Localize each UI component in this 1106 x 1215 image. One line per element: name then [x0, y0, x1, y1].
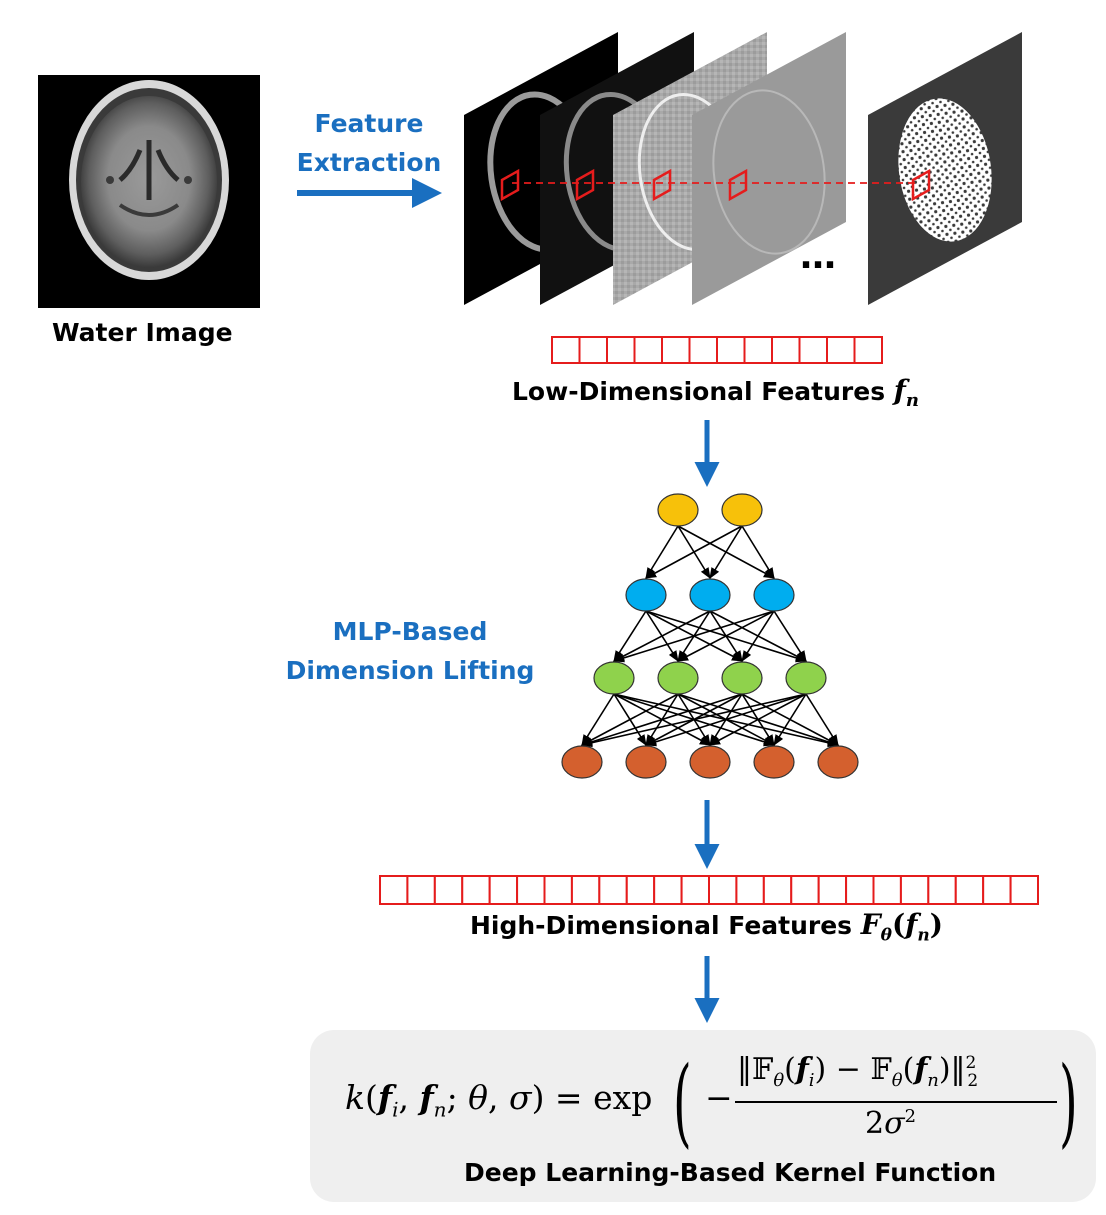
vector-cell [1009, 875, 1039, 905]
mlp-edge [580, 693, 743, 747]
vector-cell [653, 875, 683, 905]
patch-5 [911, 168, 931, 202]
feature-map-stack [464, 32, 1022, 305]
mlp-node-layer-4 [753, 745, 795, 779]
mlp-edge [580, 693, 807, 748]
mlp-edge [612, 610, 775, 663]
formula-fraction-bar [735, 1101, 1057, 1103]
vector-cell [817, 875, 848, 905]
low-dim-label: Low-Dimensional Features fn [512, 374, 919, 411]
vector-cell [543, 875, 573, 905]
mlp-edge [645, 525, 743, 579]
formula-numerator: ‖𝔽θ(fi) − 𝔽θ(fn)‖22 [737, 1052, 979, 1091]
feature-extraction-line2: Extraction [296, 148, 442, 177]
formula-minus: − [705, 1078, 733, 1117]
vector-cell [899, 875, 930, 905]
kernel-function-box [310, 1030, 1096, 1202]
vector-cell [633, 336, 663, 364]
vector-cell [790, 875, 820, 905]
vector-cell [853, 336, 883, 364]
mlp-edge [805, 693, 839, 746]
formula-left-paren: ( [673, 1046, 692, 1158]
mlp-node-layer-3 [721, 661, 763, 695]
mlp-node-layer-4 [689, 745, 731, 779]
vector-cell [798, 336, 828, 364]
mlp-node-layer-4 [561, 745, 603, 779]
mlp-node-layer-2 [753, 578, 795, 612]
vector-cell [625, 875, 656, 905]
high-dim-feature-vector [379, 875, 1039, 905]
high-dim-label: High-Dimensional Features Fθ(fn) [470, 908, 943, 946]
mlp-edge [741, 610, 775, 662]
vector-cell [461, 875, 491, 905]
patch-1 [500, 168, 520, 202]
vector-cell [570, 875, 601, 905]
water-image-label: Water Image [52, 318, 233, 347]
mlp-node-layer-2 [689, 578, 731, 612]
patch-4 [728, 168, 748, 202]
vector-cell [716, 336, 746, 364]
water-image [38, 75, 260, 308]
vector-cell [680, 875, 710, 905]
mlp-node-layer-3 [593, 661, 635, 695]
vector-cell [872, 875, 902, 905]
mlp-node-layer-4 [625, 745, 667, 779]
formula-right-paren: ) [1059, 1046, 1078, 1158]
vector-cell [598, 875, 628, 905]
mlp-node-layer-1 [657, 493, 699, 527]
vector-cell [606, 336, 636, 364]
mlp-edge [644, 693, 807, 747]
mlp-label-line1: MLP-Based [332, 617, 488, 646]
vector-cell [735, 875, 765, 905]
feature-extraction-label: Feature Extraction [286, 104, 452, 182]
mlp-nodes [561, 493, 859, 779]
vector-cell [708, 875, 738, 905]
vector-cell [551, 336, 581, 364]
mlp-edges [580, 525, 840, 748]
low-dim-feature-vector [551, 336, 883, 364]
mlp-node-layer-3 [785, 661, 827, 695]
mlp-edge [581, 693, 679, 746]
vector-cell [771, 336, 801, 364]
mlp-edge [773, 693, 807, 746]
mlp-edge [709, 693, 807, 746]
mlp-node-layer-2 [625, 578, 667, 612]
patch-3 [652, 168, 672, 202]
vector-cell [743, 336, 773, 364]
mlp-label-line2: Dimension Lifting [285, 656, 535, 685]
vector-cell [379, 875, 409, 905]
patch-2 [575, 168, 595, 202]
formula-lhs: k(fi, fn; θ, σ) = exp [345, 1078, 653, 1122]
feature-extraction-line1: Feature [314, 109, 424, 138]
vector-cell [762, 875, 793, 905]
vector-cell [578, 336, 608, 364]
vector-cell [661, 336, 691, 364]
mlp-edge [613, 610, 711, 662]
vector-cell [927, 875, 957, 905]
more-maps-ellipsis: … [800, 236, 836, 277]
formula-denominator: 2σ2 [865, 1106, 917, 1141]
kernel-caption: Deep Learning-Based Kernel Function [464, 1158, 997, 1187]
mlp-node-layer-1 [721, 493, 763, 527]
mlp-edge [677, 610, 775, 662]
mlp-edge [709, 525, 743, 579]
vector-cell [433, 875, 464, 905]
vector-cell [982, 875, 1012, 905]
vector-cell [488, 875, 519, 905]
mlp-edge [773, 610, 807, 662]
mlp-node-layer-4 [817, 745, 859, 779]
vector-cell [954, 875, 985, 905]
vector-cell [845, 875, 875, 905]
vector-cell [406, 875, 436, 905]
high-dim-symbol: Fθ(fn) [860, 908, 943, 946]
vector-cell [826, 336, 856, 364]
mlp-label: MLP-Based Dimension Lifting [280, 612, 540, 690]
mlp-node-layer-3 [657, 661, 699, 695]
vector-cell [516, 875, 546, 905]
vector-cell [688, 336, 718, 364]
mlp-edge [741, 525, 775, 579]
